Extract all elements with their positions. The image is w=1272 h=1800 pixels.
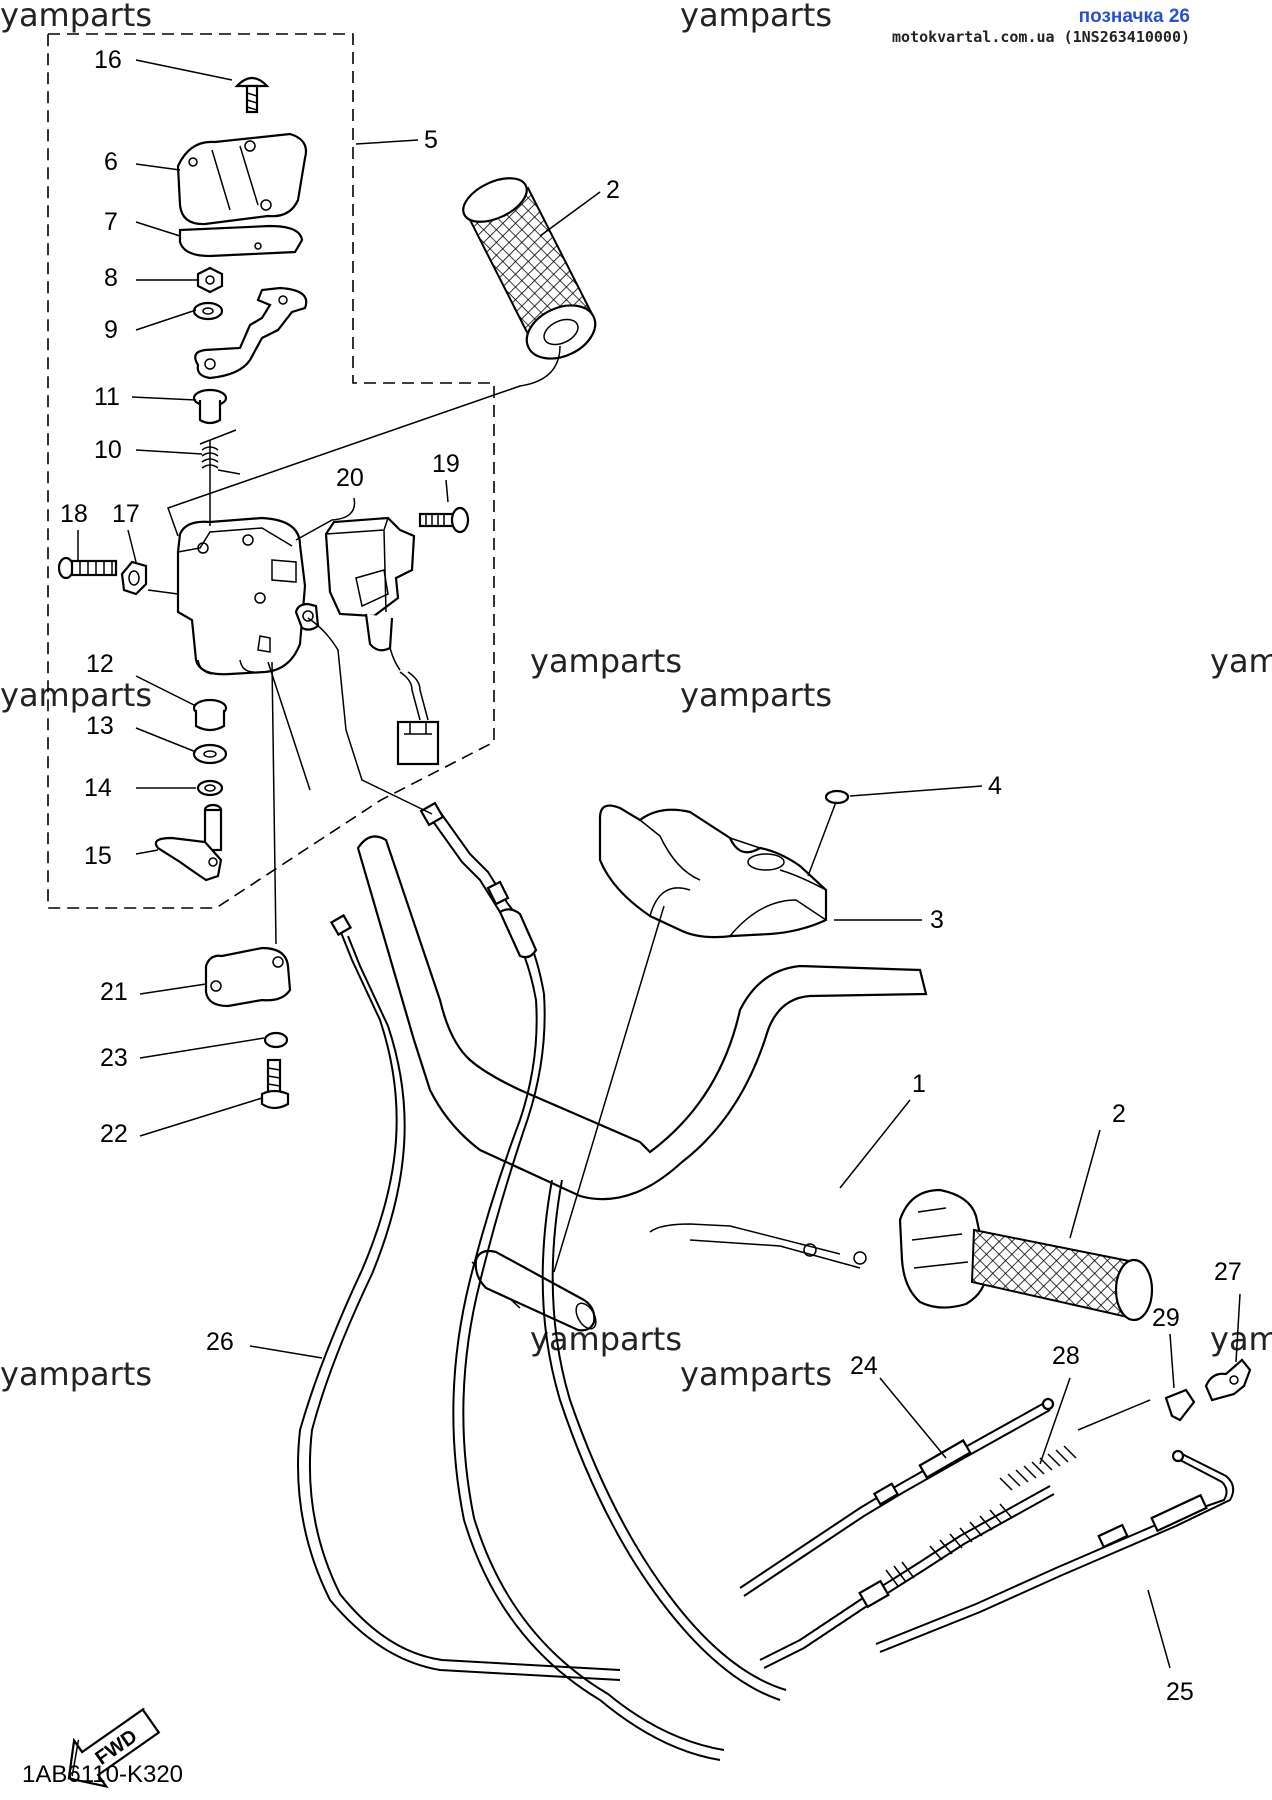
watermark: yamparts [0,676,152,714]
part-16-screw [234,76,270,114]
header-subtitle: motokvartal.com.ua (1NS263410000) [891,28,1190,46]
switch-housing [176,516,320,676]
header-link[interactable]: позначка 26 motokvartal.com.ua (1NS26341… [892,6,1190,46]
callout-24: 24 [850,1352,878,1380]
part-7-gasket [178,224,304,258]
watermark: yamparts [1210,642,1272,680]
callout-3: 3 [930,906,944,934]
watermark: yamparts [1210,1320,1272,1358]
part-25-cable [875,1449,1235,1653]
switch-wire-connector [396,671,440,766]
callout-26: 26 [206,1328,234,1356]
callout-7: 7 [104,208,118,236]
part-28-spring [999,1399,1151,1491]
part-22-screw [260,1058,290,1110]
callout-15: 15 [84,842,112,870]
watermark: yamparts [680,676,832,714]
callout-19: 19 [432,450,460,478]
callout-16: 16 [94,46,122,74]
callout-10: 10 [94,436,122,464]
callout-leaders [77,59,1241,1669]
callout-21: 21 [100,978,128,1006]
throttle-cable-end [649,1223,867,1269]
callout-18: 18 [60,500,88,528]
part-6-cover [176,132,308,226]
callout-20: 20 [336,464,364,492]
adjuster-cable [759,1485,1055,1669]
callout-4: 4 [988,772,1002,800]
part-11-collar [192,388,228,425]
callout-27: 27 [1214,1258,1242,1286]
callout-13: 13 [86,712,114,740]
watermark: yamparts [0,0,152,34]
part-15-lever [154,803,223,882]
callout-6: 6 [104,148,118,176]
callout-9: 9 [104,316,118,344]
callout-28: 28 [1052,1342,1080,1370]
switch-assembly-boundary [47,33,495,909]
callout-23: 23 [100,1044,128,1072]
part-21-holder [204,946,292,1008]
part-3-pad [598,804,828,939]
part-29-fitting [1164,1388,1196,1422]
throttle-housing [898,1188,988,1309]
watermark: yamparts [530,642,682,680]
callout-2: 2 [606,176,620,204]
part-27-fitting [1204,1358,1252,1402]
diagram-code: 1AB6110-K320 [22,1761,183,1788]
header-title: позначка 26 [1078,6,1190,27]
watermark: yamparts [530,1320,682,1358]
callout-5: 5 [424,126,438,154]
part-26-cable [297,913,621,1681]
part-8-nut [196,266,224,294]
part-12-bushing [192,698,228,732]
part-17-nut [120,560,148,596]
callout-11: 11 [94,383,120,411]
watermark: yamparts [680,1355,832,1393]
callout-25: 25 [1166,1678,1194,1706]
callout-2-bottom: 2 [1112,1100,1126,1128]
part-24-cable [739,1397,1055,1597]
watermark: yamparts [680,0,832,34]
part-2-grip-top [462,177,597,360]
part-14-ring [196,779,224,797]
part-20-switch [324,516,416,671]
callout-14: 14 [84,774,112,802]
part-2-grip-bottom [970,1228,1154,1322]
callout-17: 17 [112,500,140,528]
part-10-spring [199,429,241,475]
part-4-grommet [824,789,850,805]
part-18-bolt [57,556,118,580]
callout-29: 29 [1152,1304,1180,1332]
part-19-screw [418,506,470,534]
callout-12: 12 [86,650,114,678]
callout-8: 8 [104,264,118,292]
switch-cable [419,801,725,1761]
callout-1: 1 [912,1070,926,1098]
part-9-bracket [192,286,308,380]
leader-line [307,617,433,815]
callout-22: 22 [100,1120,128,1148]
part-13-washer [192,743,228,765]
watermark: yamparts [0,1355,152,1393]
cable-loop [541,1179,787,1701]
part-23-washer [263,1031,289,1049]
